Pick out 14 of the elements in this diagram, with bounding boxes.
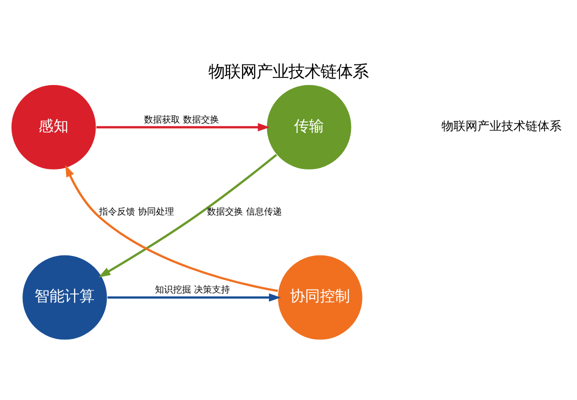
- arrow: [108, 292, 281, 302]
- edge-label: 指令反馈 协同处理: [99, 207, 174, 218]
- diagram-title: 物联网产业技术链体系: [208, 61, 368, 80]
- arrow: [96, 122, 270, 131]
- node-circle: 感知: [10, 84, 97, 170]
- arrow: [98, 154, 278, 277]
- node-circle: 协同控制: [277, 254, 364, 340]
- edge-label: 知识挖掘 决策支持: [155, 285, 230, 296]
- edge-label: 数据获取 数据交换: [144, 114, 219, 125]
- node-circle: 智能计算: [22, 254, 108, 340]
- arrow: [65, 164, 278, 292]
- edge-label: 数据交换 信息传递: [207, 207, 282, 218]
- label: 物联网产业技术链体系: [442, 118, 562, 133]
- node-circle: 传输: [266, 84, 352, 170]
